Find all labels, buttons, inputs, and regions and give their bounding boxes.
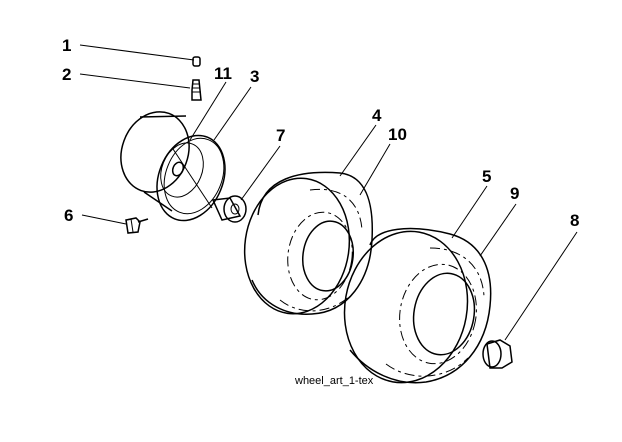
part-4-leader: 4 [339,106,382,177]
leader-line-5 [451,185,488,239]
rim-assembly [120,111,226,222]
part-11-leader: 11 [189,64,232,141]
part-9-leader: 9 [479,184,519,257]
callout-11: 11 [214,64,232,83]
leader-line-1 [79,44,195,61]
leader-line-11 [189,81,227,141]
valve-cap-shape [192,56,201,67]
front-tire-bead-line [399,263,477,365]
hub-cap-body [486,339,513,369]
leader-line-10 [359,143,391,196]
bushing-body [211,197,242,221]
rear-tire-sidewall [243,177,351,315]
bolt-head-shape [125,217,141,234]
bushing-flange [223,195,247,223]
rear-tire-center-opening [302,220,354,292]
part-7-bushing: 7 [211,126,285,223]
part-10-leader: 10 [359,125,407,196]
leader-line-9 [479,203,517,257]
part-8-hub-cap: 8 [482,211,579,369]
bushing-bore [230,203,240,215]
part-1-valve-cap: 1 [62,36,201,67]
leader-line-8 [504,231,578,341]
leader-line-4 [339,124,377,177]
diagram-caption: wheel_art_1-tex [294,375,374,387]
front-tire-sidewall [343,230,469,384]
callout-8: 8 [570,211,579,230]
callout-4: 4 [372,106,382,125]
front-tire-tread-outline [349,227,492,384]
callout-9: 9 [510,184,519,203]
callout-3: 3 [250,67,259,86]
callout-1: 1 [62,36,71,55]
part-2-valve-stem: 2 [62,65,202,101]
rim-front-flange [156,134,226,222]
hub-cap-face [482,340,502,368]
rim-seal-ring [163,137,225,215]
callout-2: 2 [62,65,71,84]
leader-line-6 [81,214,127,225]
rim-hub-hole [171,161,185,177]
valve-stem-shape [191,79,202,101]
rim-back-flange [120,111,190,193]
part-5-leader: 5 [451,167,491,239]
part-3-leader: 3 [213,67,259,141]
callout-7: 7 [276,126,285,145]
rear-tire-tread-outline [251,171,374,315]
rear-tire-bead-line [287,211,353,301]
leader-line-3 [213,86,252,141]
callout-10: 10 [388,125,407,144]
part-6-bolt: 6 [64,206,149,234]
leader-line-2 [79,73,191,89]
rear-tire [243,171,374,315]
front-tire-center-opening [412,272,476,356]
front-tire [343,227,492,384]
leader-line-7 [240,145,281,201]
rim-inner-dish [160,142,204,198]
callout-6: 6 [64,206,73,225]
callout-5: 5 [482,167,491,186]
